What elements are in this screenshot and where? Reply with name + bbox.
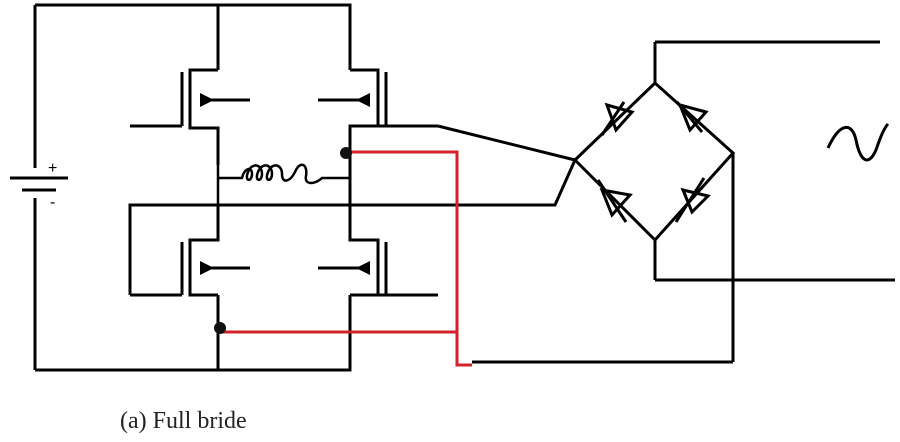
inductor-coil-icon xyxy=(216,163,350,205)
mosfet-q2-icon xyxy=(318,68,438,150)
mosfet-q4-icon xyxy=(318,205,438,297)
mosfet-q3-icon xyxy=(130,205,250,297)
battery-plus-sign: + xyxy=(48,160,57,177)
mosfet-q1-icon xyxy=(130,68,250,165)
added-red-wires xyxy=(222,150,472,367)
diode-d3-icon xyxy=(596,179,633,223)
figure-caption: (a) Full bride xyxy=(120,408,247,434)
diode-d1-icon xyxy=(600,101,635,136)
ac-wave-icon xyxy=(826,122,890,162)
diode-bridge xyxy=(573,40,895,362)
connection-nodes xyxy=(214,147,352,334)
diode-d2-icon xyxy=(675,101,709,133)
diode-d4-icon xyxy=(674,177,711,223)
outer-frame-wires xyxy=(33,3,352,372)
battery-icon: + - xyxy=(10,160,68,211)
bridge-input-wires xyxy=(128,124,577,295)
battery-minus-sign: - xyxy=(50,194,55,211)
